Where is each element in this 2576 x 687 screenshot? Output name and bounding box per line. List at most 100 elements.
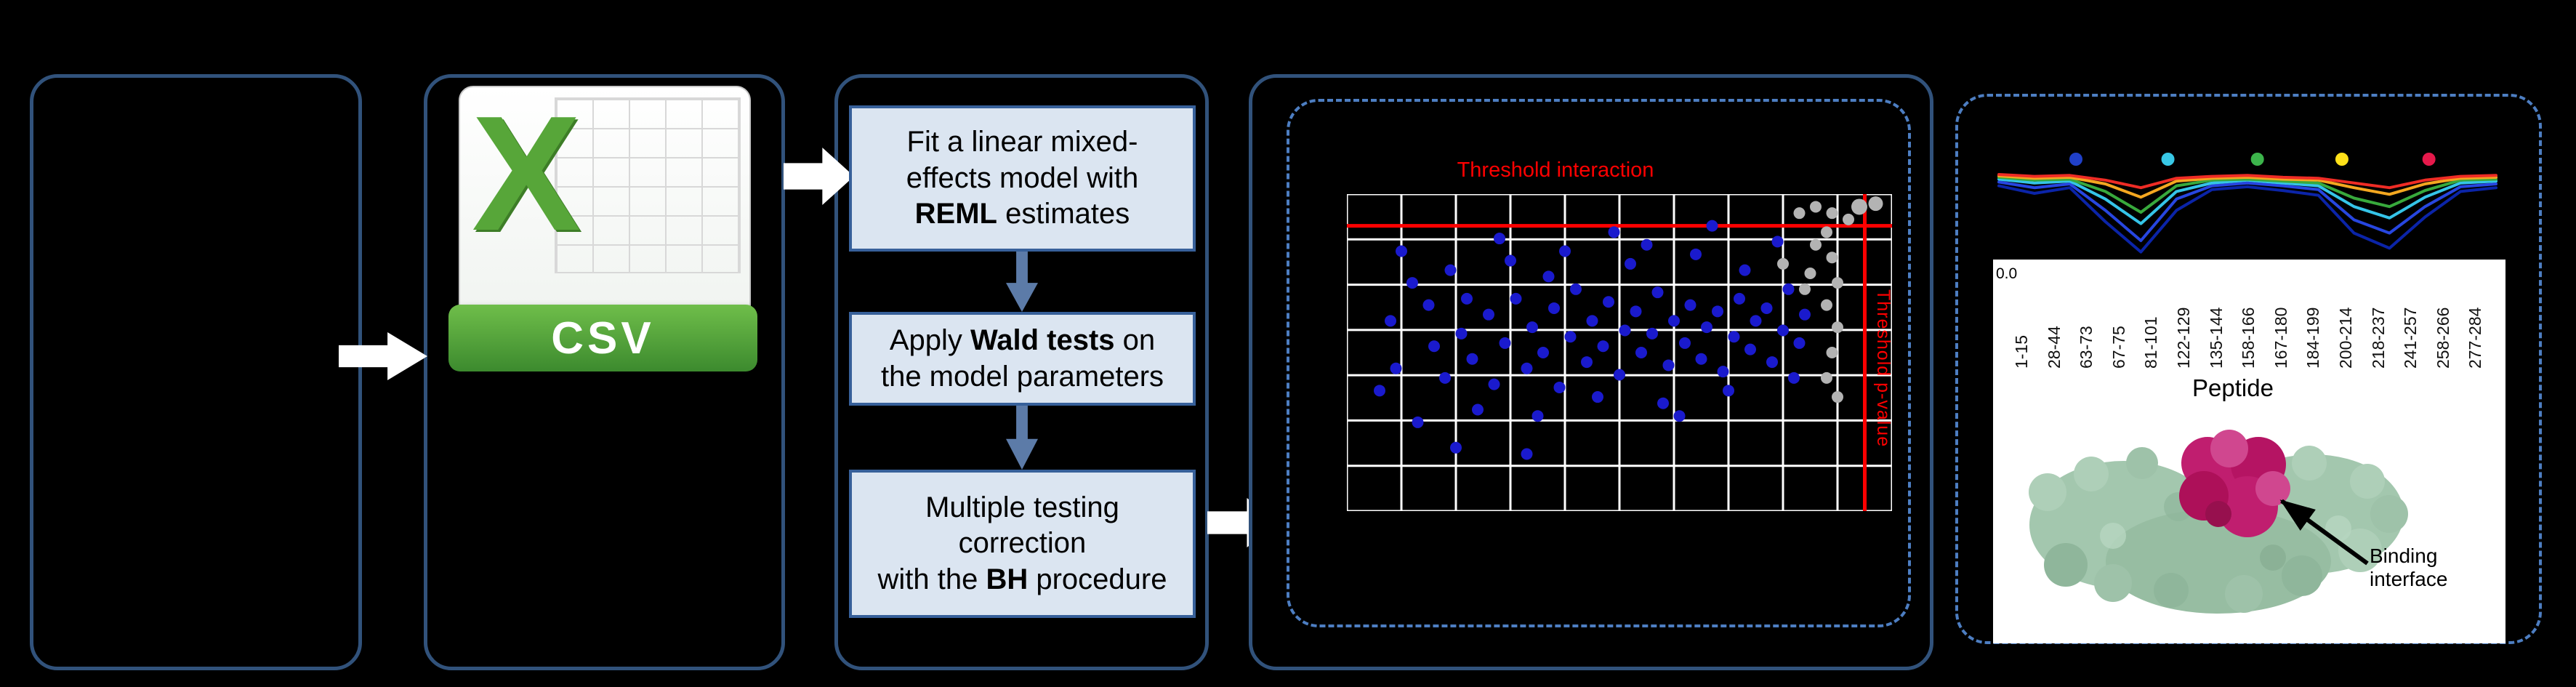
peptide-tick-label: 1-15 — [2012, 334, 2031, 369]
scatter-point-significant — [1646, 327, 1658, 340]
scatter-point-significant — [1728, 331, 1740, 343]
threshold-pvalue-label: Threshold p-value — [1873, 289, 1893, 448]
scatter-point-nonsignificant — [1826, 347, 1838, 358]
panel-scatter-results — [1249, 74, 1933, 670]
step-bh-correction: Multiple testing correction with the BH … — [849, 470, 1196, 618]
y-axis-min-label: 0.0 — [1996, 265, 2018, 282]
legend-dot-icon — [2422, 153, 2436, 166]
excel-x-letter: X — [472, 81, 581, 265]
threshold-interaction-label: Threshold interaction — [1457, 158, 1654, 182]
step-fit-model: Fit a linear mixed- effects model with R… — [849, 105, 1196, 252]
scatter-point-significant — [1651, 286, 1664, 299]
scatter-point-significant — [1488, 378, 1500, 390]
peptide-tick-label: 81-101 — [2141, 316, 2161, 369]
step-fit-model-text: Fit a linear mixed- effects model with R… — [906, 126, 1139, 230]
scatter-point-significant — [1455, 327, 1468, 340]
scatter-point-significant — [1657, 397, 1669, 409]
scatter-dashed-border — [1287, 99, 1911, 627]
scatter-point-nonsignificant — [1799, 283, 1811, 295]
scatter-point-significant — [1679, 337, 1691, 349]
peptide-tick-label: 218-237 — [2368, 307, 2388, 369]
binding-interface-label: Binding interface — [2370, 545, 2448, 591]
scatter-point-significant — [1570, 283, 1582, 295]
scatter-point-significant — [1597, 340, 1609, 353]
scatter-point-significant — [1635, 347, 1647, 358]
legend-dot-icon — [2069, 153, 2083, 166]
peptide-tick-label: 184-199 — [2303, 307, 2323, 369]
peptide-tick-label: 158-166 — [2239, 307, 2258, 369]
scatter-point-significant — [1444, 264, 1457, 276]
scatter-point-nonsignificant — [1810, 238, 1822, 251]
step-wald-tests: Apply Wald tests on the model parameters — [849, 312, 1196, 406]
volcano-scatter-plot — [1347, 194, 1892, 511]
scatter-point-significant — [1439, 371, 1451, 384]
scatter-point-significant — [1537, 347, 1549, 358]
peptide-tick-label: 167-180 — [2271, 307, 2290, 369]
peptide-tick-label: 200-214 — [2336, 307, 2355, 369]
scatter-point-significant — [1548, 302, 1560, 314]
scatter-point-significant — [1625, 257, 1636, 270]
legend-dot-icon — [2161, 153, 2175, 166]
legend-dot-icon — [2250, 153, 2264, 166]
scatter-point-nonsignificant — [1777, 257, 1789, 270]
scatter-point-significant — [1668, 315, 1680, 327]
scatter-point-significant — [1521, 448, 1533, 460]
scatter-point-significant — [1690, 248, 1702, 260]
scatter-point-nonsignificant — [1832, 277, 1843, 289]
scatter-point-significant — [1777, 324, 1789, 337]
scatter-point-significant — [1450, 441, 1462, 454]
peptide-tick-label: 122-129 — [2174, 307, 2193, 369]
scatter-point-significant — [1494, 233, 1505, 245]
scatter-point-significant — [1701, 321, 1712, 334]
scatter-point-nonsignificant — [1821, 226, 1832, 238]
scatter-point-significant — [1406, 277, 1418, 289]
peptide-tick-label: 63-73 — [2077, 326, 2096, 369]
step-wald-tests-text: Apply Wald tests on the model parameters — [880, 324, 1164, 393]
scatter-point-significant — [1531, 410, 1544, 422]
scatter-point-significant — [1390, 362, 1402, 374]
csv-banner: CSV — [448, 305, 757, 371]
scatter-point-nonsignificant — [1821, 299, 1832, 311]
scatter-point-significant — [1619, 324, 1631, 337]
panel-input — [30, 74, 362, 670]
binding-interface-arrow-icon — [2279, 499, 2369, 566]
spreadsheet-grid — [555, 97, 741, 273]
scatter-point-significant — [1614, 369, 1625, 381]
scatter-point-significant — [1499, 337, 1511, 349]
protein-structure-image — [2029, 430, 2408, 614]
scatter-point-significant — [1771, 236, 1784, 248]
scatter-point-significant — [1608, 226, 1620, 238]
scatter-point-significant — [1505, 254, 1516, 267]
scatter-point-significant — [1760, 302, 1773, 314]
scatter-point-significant — [1712, 305, 1723, 318]
profile-series-green — [1997, 175, 2497, 214]
scatter-point-significant — [1466, 353, 1478, 365]
scatter-point-nonsignificant — [1826, 252, 1838, 264]
scatter-point-significant — [1799, 308, 1811, 321]
scatter-point-significant — [1684, 299, 1696, 311]
scatter-point-significant — [1717, 366, 1729, 378]
scatter-point-significant — [1385, 315, 1396, 327]
scatter-point-significant — [1739, 264, 1751, 276]
epitope-profile-chart — [1997, 153, 2497, 254]
profile-series-red — [1997, 173, 2497, 190]
scatter-point-significant — [1374, 385, 1385, 397]
scatter-point-significant — [1559, 245, 1571, 257]
scatter-point-significant — [1673, 410, 1686, 422]
scatter-point-significant — [1734, 292, 1745, 305]
scatter-point-nonsignificant — [1793, 207, 1806, 220]
peptide-tick-label: 67-75 — [2109, 326, 2128, 369]
scatter-point-significant — [1603, 296, 1614, 308]
scatter-point-nonsignificant — [1810, 201, 1822, 213]
scatter-point-significant — [1472, 403, 1484, 416]
scatter-point-significant — [1592, 391, 1603, 403]
legend-dot-icon — [2335, 153, 2348, 166]
scatter-point-significant — [1782, 283, 1795, 295]
scatter-point-nonsignificant — [1826, 207, 1838, 220]
scatter-point-significant — [1521, 362, 1533, 374]
scatter-point-significant — [1586, 315, 1598, 327]
x-axis-title: Peptide — [2192, 374, 2274, 401]
scatter-point-significant — [1483, 308, 1494, 321]
peptide-tick-label: 258-266 — [2433, 307, 2452, 369]
scatter-point-significant — [1510, 292, 1522, 305]
